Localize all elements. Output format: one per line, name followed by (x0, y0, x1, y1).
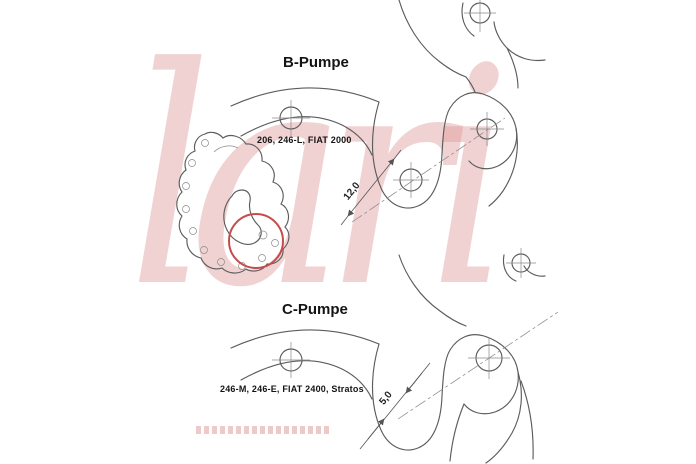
c-bolt-hole-top (506, 248, 536, 278)
pump-bolt-holes (182, 139, 279, 270)
c-pump-subtitle: 246-M, 246-E, FIAT 2400, Stratos (220, 384, 364, 394)
watermark-caption (196, 426, 332, 434)
c-dimension: 5,0 (359, 362, 431, 450)
b-bolt-hole-top (464, 0, 496, 32)
c-bolt-hole-left (272, 342, 310, 378)
b-bolt-hole-center (393, 162, 429, 198)
c-pump-title: C-Pumpe (282, 301, 348, 318)
c-dimension-label: 5,0 (377, 389, 395, 407)
c-pump-flange-drawing: 5,0 (230, 248, 559, 464)
b-dimension: 12,0 (340, 149, 402, 226)
b-pump-subtitle: 206, 246-L, FIAT 2000 (257, 135, 352, 145)
b-pump-title: B-Pumpe (283, 54, 349, 71)
b-pump-flange-drawing: 12,0 (230, 0, 546, 226)
b-bolt-hole-right (470, 112, 504, 146)
b-bolt-hole-left (272, 100, 310, 136)
water-pump-outline-drawing (176, 131, 290, 274)
highlight-circle (228, 213, 284, 269)
b-dimension-label: 12,0 (342, 180, 363, 202)
